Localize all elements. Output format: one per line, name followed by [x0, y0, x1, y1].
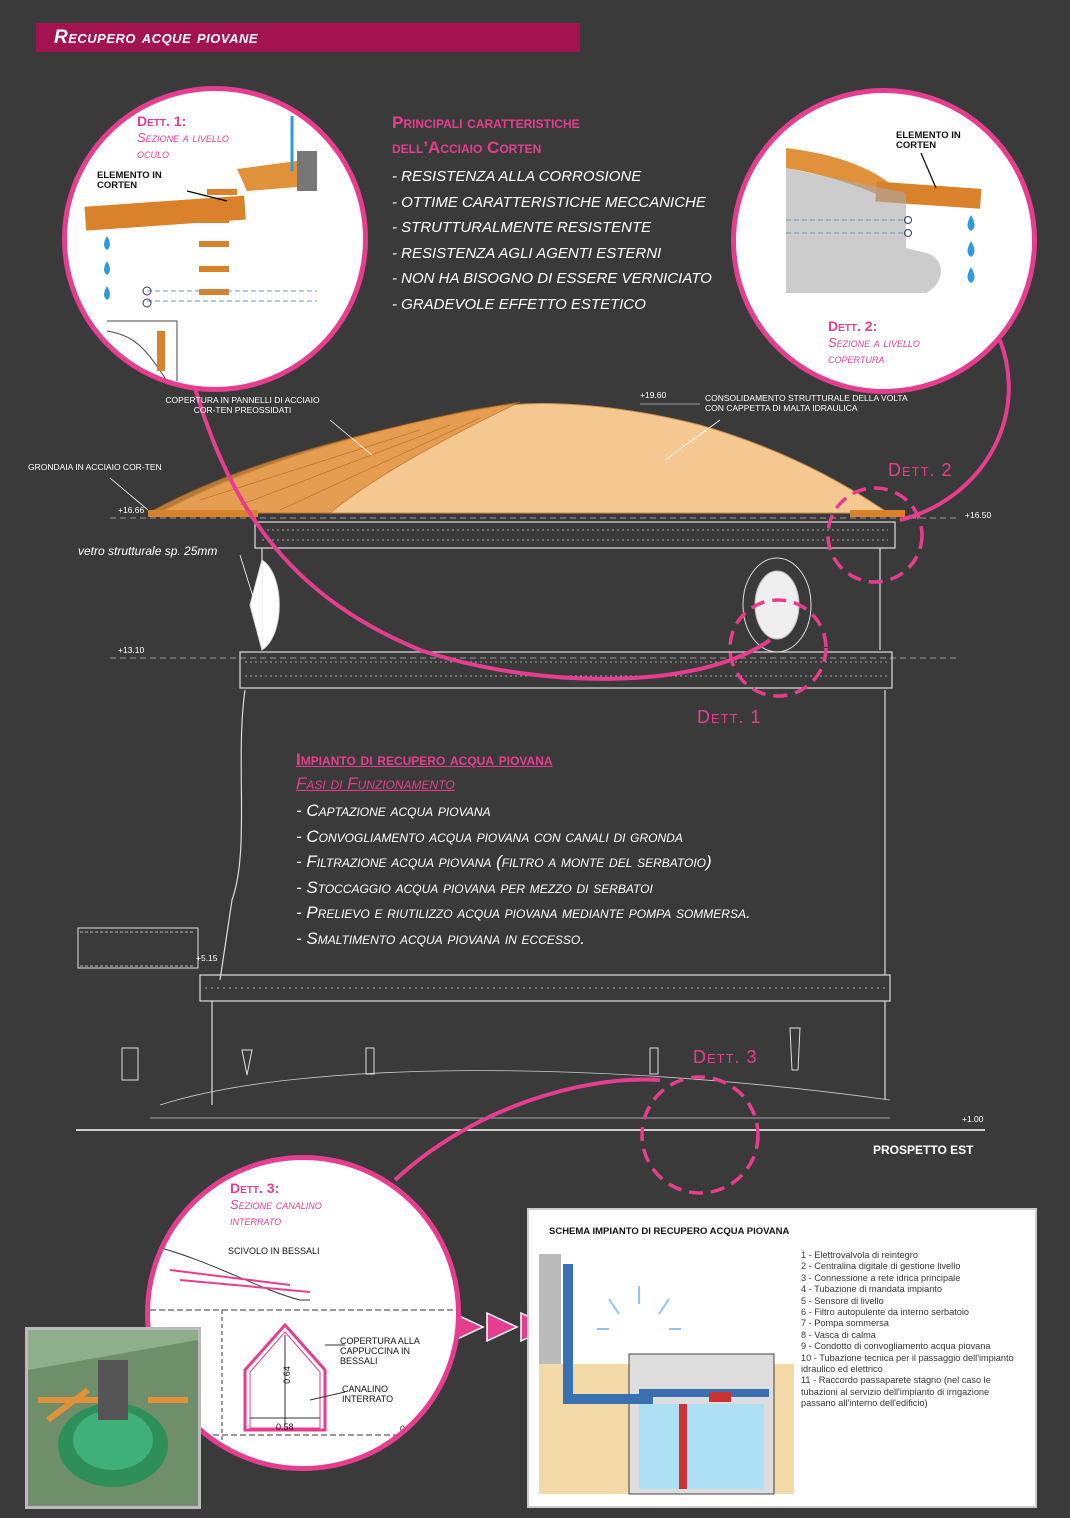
phase-item: - Convogliamento acqua piovana con canal…: [296, 826, 683, 846]
dett1-marker-label: Dett. 1: [697, 707, 762, 727]
label-consolidamento: CONSOLIDAMENTO STRUTTURALE DELLA VOLTA C…: [705, 393, 908, 413]
phase-item: - Filtrazione acqua piovana (filtro a mo…: [296, 852, 712, 871]
legend-item: 4 - Tubazione di mandata impianto: [801, 1284, 942, 1295]
tank-photo-drawing: [28, 1330, 198, 1506]
gutter-right: [850, 510, 905, 517]
page-title: Recupero acque piovane: [54, 27, 259, 48]
feature-item: - resistenza agli agenti esterni: [392, 244, 662, 262]
legend-item: 8 - Vasca di calma: [801, 1329, 876, 1340]
detail1-subtitle-1: Sezione a livello: [137, 130, 229, 145]
schema-title: SCHEMA IMPIANTO DI RECUPERO ACQUA PIOVAN…: [549, 1226, 790, 1237]
phases-block: Impianto di recupero acqua piovana Fasi …: [296, 748, 886, 951]
dett1-marker-circle: [728, 598, 828, 698]
base-cornice: [199, 974, 891, 1002]
label-vetro: vetro strutturale sp. 25mm: [78, 544, 218, 558]
features-title-1: Principali caratteristiche: [392, 113, 580, 132]
label-copertura-cappuccina: COPERTURA ALLA CAPPUCCINA IN BESSALI: [340, 1336, 420, 1366]
label-grondaia: GRONDAIA IN ACCIAIO COR-TEN: [28, 462, 162, 472]
detail1-drawing: [84, 116, 317, 382]
legend-item: 7 - Pompa sommersa: [801, 1318, 889, 1329]
legend-item: 3 - Connessione a rete idrica principale: [801, 1272, 961, 1283]
fence: [77, 927, 199, 969]
detail2-label: ELEMENTO IN CORTEN: [896, 130, 961, 151]
legend-item: 2 - Centralina digitale di gestione live…: [801, 1261, 961, 1272]
phases-title: Impianto di recupero acqua piovana: [296, 750, 553, 769]
phase-item: - Prelievo e riutilizzo acqua piovana me…: [296, 903, 751, 922]
label-canalino: CANALINO INTERRATO: [342, 1384, 394, 1404]
level-top: +19.60: [640, 390, 667, 400]
schema-panel: SCHEMA IMPIANTO DI RECUPERO ACQUA PIOVAN…: [527, 1208, 1037, 1508]
dett3-marker-circle: [640, 1075, 760, 1195]
detail1-label: ELEMENTO IN CORTEN: [97, 170, 162, 191]
schema-drawing: [539, 1254, 794, 1495]
title-bar: Recupero acque piovane: [36, 23, 580, 52]
detail1-subtitle-2: oculo: [137, 146, 170, 161]
detail2-subtitle-2: copertura: [828, 351, 885, 366]
level-zero: 0.00: [400, 1424, 418, 1434]
detail1-title: Dett. 1:: [137, 113, 187, 129]
feature-item: - resistenza alla corrosione: [392, 168, 642, 185]
detail1-circle: Dett. 1: Sezione a livello oculo ELEMENT…: [62, 86, 368, 392]
phase-item: - Stoccaggio acqua piovana per mezzo di …: [296, 877, 653, 897]
detail2-title: Dett. 2:: [828, 318, 878, 334]
label-scivolo: SCIVOLO IN BESSALI: [228, 1246, 320, 1256]
canalino-shape: [243, 1322, 327, 1432]
detail3-subtitle-2: interrato: [230, 1213, 282, 1228]
legend-item: 1 - Elettrovalvola di reintegro: [801, 1250, 918, 1260]
upper-cornice: [254, 521, 896, 549]
label-copertura: COPERTURA IN PANNELLI DI ACCIAIO COR-TEN…: [165, 395, 320, 415]
legend-item: 10 - Tubazione tecnica per il passaggio …: [801, 1352, 1014, 1375]
dett3-marker-label: Dett. 3: [693, 1047, 758, 1067]
features-block: Principali caratteristiche dell’Acciaio …: [392, 110, 752, 317]
dim-width: 0.58: [276, 1422, 294, 1432]
legend-item: 5 - Sensore di livello: [801, 1295, 884, 1306]
feature-item: - non ha bisogno di essere verniciato: [392, 270, 712, 287]
detail2-circle: ELEMENTO IN CORTEN Dett. 2: Sezione a li…: [731, 88, 1037, 394]
detail2-connector: [899, 339, 1011, 522]
tank-photo: [25, 1327, 201, 1509]
level-ground: +1.00: [962, 1114, 984, 1124]
schema-legend: 1 - Elettrovalvola di reintegro 2 - Cent…: [801, 1250, 1023, 1410]
legend-item: 9 - Condotto di convogliamento acqua pio…: [801, 1341, 991, 1352]
detail3-title: Dett. 3:: [230, 1180, 280, 1196]
phases-subtitle: Fasi di Funzionamento: [296, 774, 455, 793]
level-oculus: +13.10: [118, 645, 145, 655]
dett2-marker-circle: [826, 486, 924, 584]
phase-item: - Captazione acqua piovana: [296, 801, 491, 820]
middle-cornice: [239, 651, 893, 689]
level-right-eave: +16.50: [965, 510, 992, 520]
level-base: +5.15: [196, 953, 218, 963]
feature-item: - strutturalmente resistente: [392, 219, 652, 236]
features-title-2: dell’Acciaio Corten: [392, 138, 542, 157]
dim-height: 0.64: [281, 1366, 292, 1384]
left-oculus: [261, 559, 280, 651]
detail3-drawing: [150, 1244, 456, 1466]
detail2-drawing: [786, 148, 982, 293]
legend-item: 6 - Filtro autopulente da interno serbat…: [801, 1307, 970, 1318]
detail3-subtitle-1: Sezione canalino: [230, 1197, 322, 1212]
dett2-marker-label: Dett. 2: [888, 460, 953, 480]
detail1-heading: Dett. 1: Sezione a livello oculo: [137, 113, 229, 162]
elevation-caption: PROSPETTO EST: [873, 1143, 974, 1157]
detail2-subtitle-1: Sezione a livello: [828, 335, 920, 350]
detail3-circle: Dett. 3: Sezione canalino interrato SCIV…: [145, 1155, 461, 1471]
legend-item: 11 - Raccordo passaparete stagno (nel ca…: [801, 1375, 991, 1409]
detail3-connector: [393, 1077, 661, 1182]
level-left-eave: +16.66: [118, 505, 145, 515]
gutter-left: [148, 510, 258, 517]
arrow-2: [486, 1311, 519, 1343]
detail2-heading: Dett. 2: Sezione a livello copertura: [828, 318, 920, 367]
detail1-connector: [188, 369, 772, 681]
feature-item: - ottime caratteristiche meccaniche: [392, 193, 706, 211]
right-oculus: [742, 557, 812, 653]
detail3-heading: Dett. 3: Sezione canalino interrato: [230, 1180, 322, 1229]
feature-item: - gradevole effetto estetico: [392, 295, 646, 313]
phase-item: - Smaltimento acqua piovana in eccesso.: [296, 928, 585, 948]
